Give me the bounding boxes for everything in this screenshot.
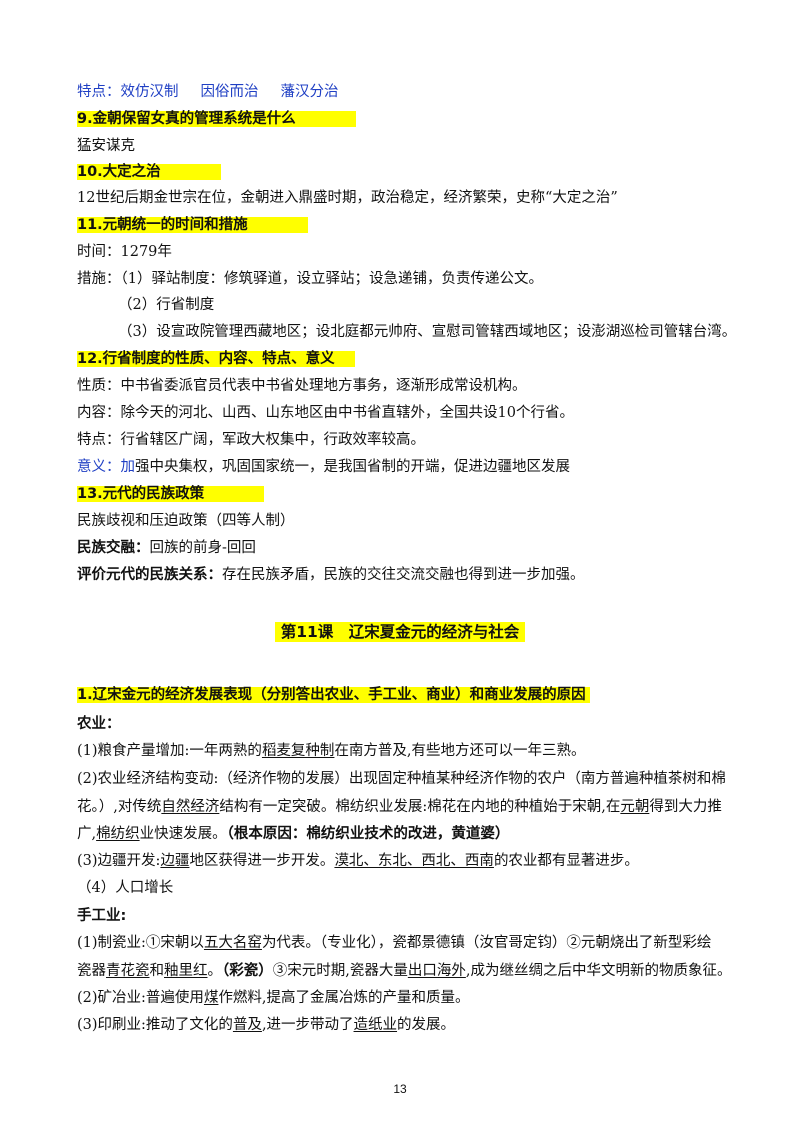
features-label: 特点： — [77, 84, 121, 100]
agri-3-pre: (3)边疆开发: — [77, 853, 161, 869]
q13-title: 13.元代的民族政策 — [77, 486, 265, 502]
q9-heading: 9.金朝保留女真的管理系统是什么 — [77, 109, 356, 129]
agri-2-mid: 结构有一定突破。棉纺织业发展:棉花在内地的种植始于宋朝,在 — [219, 799, 621, 815]
craft-1-l2-pre: 瓷器 — [77, 963, 106, 979]
feature-1: 效仿汉制 — [120, 84, 179, 100]
agri-1-pre: (1)粮食产量增加:一年两熟的 — [77, 743, 262, 759]
q9-answer: 猛安谋克 — [77, 138, 135, 154]
lesson-name: 辽宋夏金元的经济与社会 — [348, 623, 520, 641]
agri-item-2-line-3: 广,棉纺织业快速发展。（根本原因：棉纺织业技术的改进，黄道婆） — [77, 824, 509, 844]
meaning-label: 意义： — [77, 459, 121, 475]
agriculture-label: 农业： — [77, 716, 121, 732]
s1-heading: 1.辽宋金元的经济发展表现（分别答出农业、手工业、商业）和商业发展的原因 — [77, 685, 590, 705]
q13-fusion: 民族交融：回族的前身-回回 — [77, 538, 256, 558]
q12-content: 内容：除今天的河北、山西、山东地区由中书省直辖外，全国共设10个行省。 — [77, 405, 574, 421]
q11-measure-1: 措施：（1）驿站制度：修筑驿道，设立驿站；设急递铺，负责传递公文。 — [77, 269, 543, 289]
fusion-label: 民族交融： — [77, 540, 150, 556]
agri-2-underlined-1: 自然经济 — [161, 799, 220, 815]
craft-3-mid: ,进一步带动了 — [261, 1017, 354, 1033]
lesson-title: 第11课 辽宋夏金元的经济与社会 — [0, 620, 800, 642]
agri-item-3: (3)边疆开发:边疆地区获得进一步开发。漠北、东北、西北、西南的农业都有显著进步… — [77, 851, 639, 871]
craft-1-l2-mid: ③宋元时期,瓷器大量 — [272, 963, 408, 979]
craft-item-1-line-1: (1)制瓷业:①宋朝以五大名窑为代表。（专业化），瓷都景德镇（汝官哥定钧）②元朝… — [77, 933, 711, 953]
feature-2: 因俗而治 — [200, 84, 259, 100]
craft-2-post: 作燃料,提高了金属冶炼的产量和质量。 — [218, 990, 470, 1006]
q12-feature: 特点：行省辖区广阔，军政大权集中，行政效率较高。 — [77, 432, 425, 448]
craft-1-underlined: 五大名窑 — [203, 935, 262, 951]
craft-2-underlined: 煤 — [203, 990, 219, 1006]
q10-title: 10.大定之治 — [77, 164, 221, 180]
q12-title: 12.行省制度的性质、内容、特点、意义 — [77, 351, 355, 367]
agri-2-l3-bold: （根本原因：棉纺织业技术的改进，黄道婆） — [226, 826, 510, 842]
craft-1-l2-post: ,成为继丝绸之后中华文明新的物质象征。 — [465, 963, 732, 979]
s1-title: 1.辽宋金元的经济发展表现（分别答出农业、手工业、商业）和商业发展的原因 — [77, 687, 590, 703]
craft-2-pre: (2)矿冶业:普遍使用 — [77, 990, 204, 1006]
craft-3-pre: (3)印刷业:推动了文化的 — [77, 1017, 233, 1033]
agri-2-l3-underlined: 棉纺织 — [96, 826, 140, 842]
q11-heading: 11.元朝统一的时间和措施 — [77, 215, 308, 235]
meaning-first-char: 加 — [120, 459, 136, 475]
craft-1-l2-underlined-1: 青花瓷 — [106, 963, 150, 979]
q11-measure-2: （2）行省制度 — [118, 297, 215, 313]
craft-1-l2-bold: （彩瓷） — [222, 963, 273, 979]
craft-1-pre: (1)制瓷业:①宋朝以 — [77, 935, 204, 951]
agri-3-mid: 地区获得进一步开发。 — [189, 853, 335, 869]
q11-title: 11.元朝统一的时间和措施 — [77, 217, 308, 233]
craft-item-3: (3)印刷业:推动了文化的普及,进一步带动了造纸业的发展。 — [77, 1015, 455, 1035]
craft-1-l2-dot: 。 — [207, 963, 223, 979]
handicraft-label: 手工业: — [77, 908, 127, 924]
agri-item-1: (1)粮食产量增加:一年两熟的稻麦复种制在南方普及,有些地方还可以一年三熟。 — [77, 741, 586, 761]
q12-meaning: 意义：加强中央集权，巩固国家统一，是我国省制的开端，促进边疆地区发展 — [77, 457, 570, 477]
evaluation-text: 存在民族矛盾，民族的交往交流交融也得到进一步加强。 — [222, 567, 585, 583]
craft-1-l2-underlined-3: 出口海外 — [407, 963, 466, 979]
q12-heading: 12.行省制度的性质、内容、特点、意义 — [77, 349, 355, 369]
craft-3-underlined-1: 普及 — [232, 1017, 262, 1033]
agri-3-post: 的农业都有显著进步。 — [493, 853, 639, 869]
craft-1-mid: 为代表。（专业化），瓷都景德镇（汝官哥定钧）②元朝烧出了新型彩绘 — [261, 935, 712, 951]
agri-item-4: （4）人口增长 — [77, 880, 174, 896]
meaning-text: 强中央集权，巩固国家统一，是我国省制的开端，促进边疆地区发展 — [135, 459, 570, 475]
q11-measure-3: （3）设宣政院管理西藏地区；设北庭都元帅府、宣慰司管辖西域地区；设澎湖巡检司管辖… — [118, 324, 737, 340]
craft-1-l2-and: 和 — [149, 963, 165, 979]
craft-3-underlined-2: 造纸业 — [353, 1017, 398, 1033]
q10-answer: 12世纪后期金世宗在位，金朝进入鼎盛时期，政治稳定，经济繁荣，史称“大定之治” — [77, 190, 618, 206]
agri-2-l3-mid: 业快速发展。 — [139, 826, 227, 842]
page-number: 13 — [393, 1082, 407, 1096]
agri-1-post: 在南方普及,有些地方还可以一年三熟。 — [334, 743, 586, 759]
q10-heading: 10.大定之治 — [77, 162, 221, 182]
agri-3-underlined-2: 漠北、东北、西北、西南 — [334, 853, 494, 869]
q9-title: 9.金朝保留女真的管理系统是什么 — [77, 111, 356, 127]
agri-2-l3-pre: 广, — [77, 826, 97, 842]
measure-1-text: （1）驿站制度：修筑驿道，设立驿站；设急递铺，负责传递公文。 — [120, 271, 543, 287]
q13-heading: 13.元代的民族政策 — [77, 484, 265, 504]
evaluation-label: 评价元代的民族关系： — [77, 567, 222, 583]
agri-item-2-line-1: (2)农业经济结构变动:（经济作物的发展）出现固定种植某种经济作物的农户（南方普… — [77, 771, 726, 787]
lesson-number: 第11课 — [280, 623, 334, 641]
lesson-title-text: 第11课 辽宋夏金元的经济与社会 — [274, 622, 526, 642]
q13-evaluation: 评价元代的民族关系：存在民族矛盾，民族的交往交流交融也得到进一步加强。 — [77, 565, 585, 585]
agri-3-underlined-1: 边疆 — [160, 853, 190, 869]
agri-2-pre: 花。）,对传统 — [77, 799, 162, 815]
feature-3: 藩汉分治 — [280, 84, 339, 100]
q13-policy: 民族歧视和压迫政策（四等人制） — [77, 513, 295, 529]
q12-nature: 性质：中书省委派官员代表中书省处理地方事务，逐渐形成常设机构。 — [77, 378, 527, 394]
features-line: 特点：效仿汉制 因俗而治 藩汉分治 — [77, 82, 339, 102]
craft-item-2: (2)矿冶业:普遍使用煤作燃料,提高了金属冶炼的产量和质量。 — [77, 988, 470, 1008]
fusion-text: 回族的前身-回回 — [149, 540, 256, 556]
craft-3-post: 的发展。 — [397, 1017, 456, 1033]
agri-2-post: 得到大力推 — [649, 799, 722, 815]
agri-item-2-line-2: 花。）,对传统自然经济结构有一定突破。棉纺织业发展:棉花在内地的种植始于宋朝,在… — [77, 797, 722, 817]
craft-1-l2-underlined-2: 釉里红 — [164, 963, 208, 979]
agri-1-underlined: 稻麦复种制 — [261, 743, 335, 759]
measures-label: 措施： — [77, 271, 121, 287]
agri-2-underlined-2: 元朝 — [620, 799, 650, 815]
q11-time: 时间：1279年 — [77, 244, 172, 260]
craft-item-1-line-2: 瓷器青花瓷和釉里红。（彩瓷）③宋元时期,瓷器大量出口海外,成为继丝绸之后中华文明… — [77, 961, 731, 981]
